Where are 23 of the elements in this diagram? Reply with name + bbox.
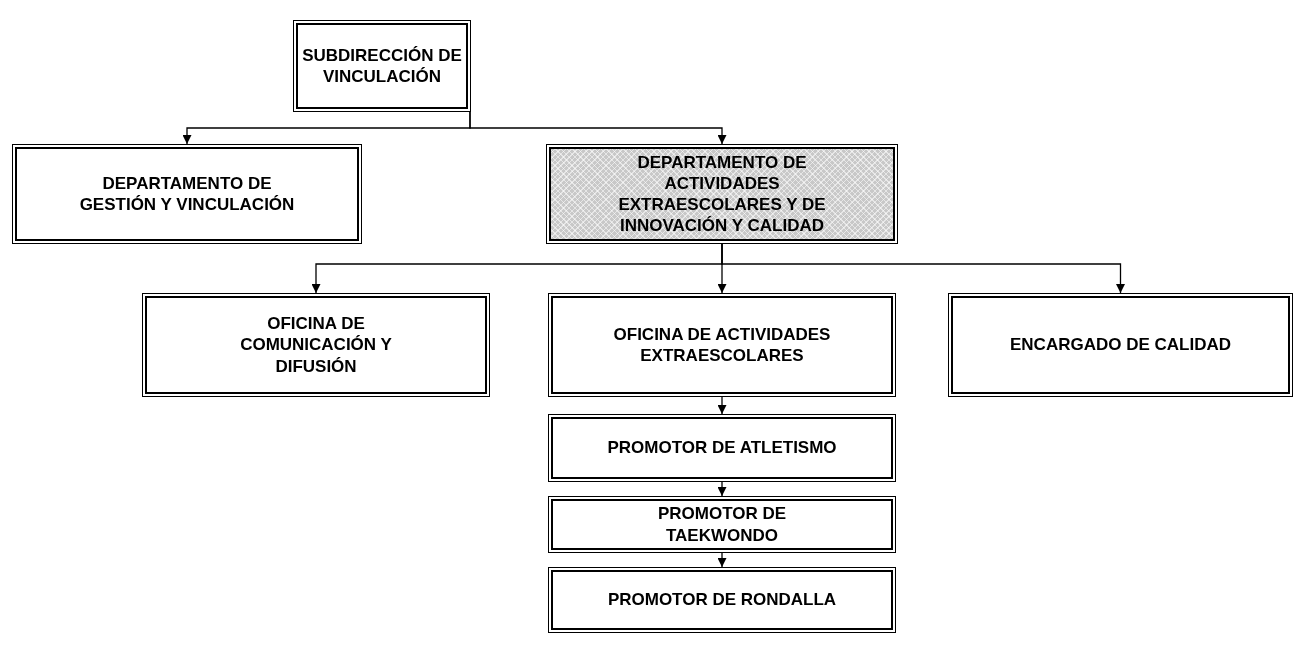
- org-box: [548, 414, 896, 482]
- box-label: PROMOTOR DE ATLETISMO: [607, 437, 837, 459]
- box-label: PROMOTOR DE TAEKWONDO: [656, 503, 788, 546]
- box-label: SUBDIRECCIÓN DE VINCULACIÓN: [301, 44, 463, 88]
- org-box: [293, 20, 471, 112]
- org-box: [12, 144, 362, 244]
- box-label: OFICINA DE ACTIVIDADES EXTRAESCOLARES: [612, 323, 832, 367]
- box-label: DEPARTAMENTO DE ACTIVIDADES EXTRAESCOLARES Y DE INNOVACIÓN Y CALIDAD: [617, 151, 827, 237]
- shaded-box: [546, 144, 898, 244]
- box-label: OFICINA DE COMUNICACIÓN Y DIFUSIÓN: [239, 313, 393, 377]
- org-box: [142, 293, 490, 397]
- connector-arrow: [469, 111, 727, 145]
- org-box: [548, 293, 896, 397]
- connector-arrow: [717, 481, 727, 497]
- org-box: [948, 293, 1293, 397]
- connector-arrow: [717, 552, 727, 568]
- box-label: ENCARGADO DE CALIDAD: [1010, 334, 1231, 356]
- box-label: DEPARTAMENTO DE GESTIÓN Y VINCULACIÓN: [78, 172, 296, 216]
- org-box: [548, 496, 896, 553]
- connector-arrow: [721, 243, 1125, 294]
- org-box: [548, 567, 896, 633]
- connector-arrow: [717, 396, 727, 415]
- box-label: PROMOTOR DE RONDALLA: [607, 589, 837, 611]
